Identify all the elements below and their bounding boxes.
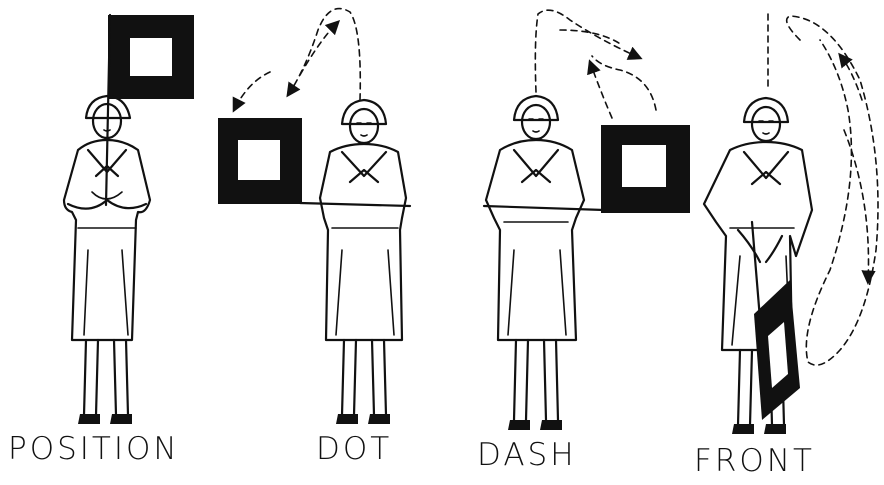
figure-dash (484, 10, 690, 430)
motion-path (288, 9, 360, 100)
scout-figure (486, 96, 584, 430)
figure-dot (218, 9, 410, 424)
scout-figure (320, 100, 406, 424)
caption-dash: DASH (477, 440, 577, 471)
caption-dot: DOT (316, 434, 392, 465)
caption-front: FRONT (694, 446, 815, 477)
figure-front (704, 14, 878, 434)
motion-path (535, 10, 640, 92)
caption-position: POSITION (8, 434, 180, 465)
figure-position (64, 15, 194, 424)
